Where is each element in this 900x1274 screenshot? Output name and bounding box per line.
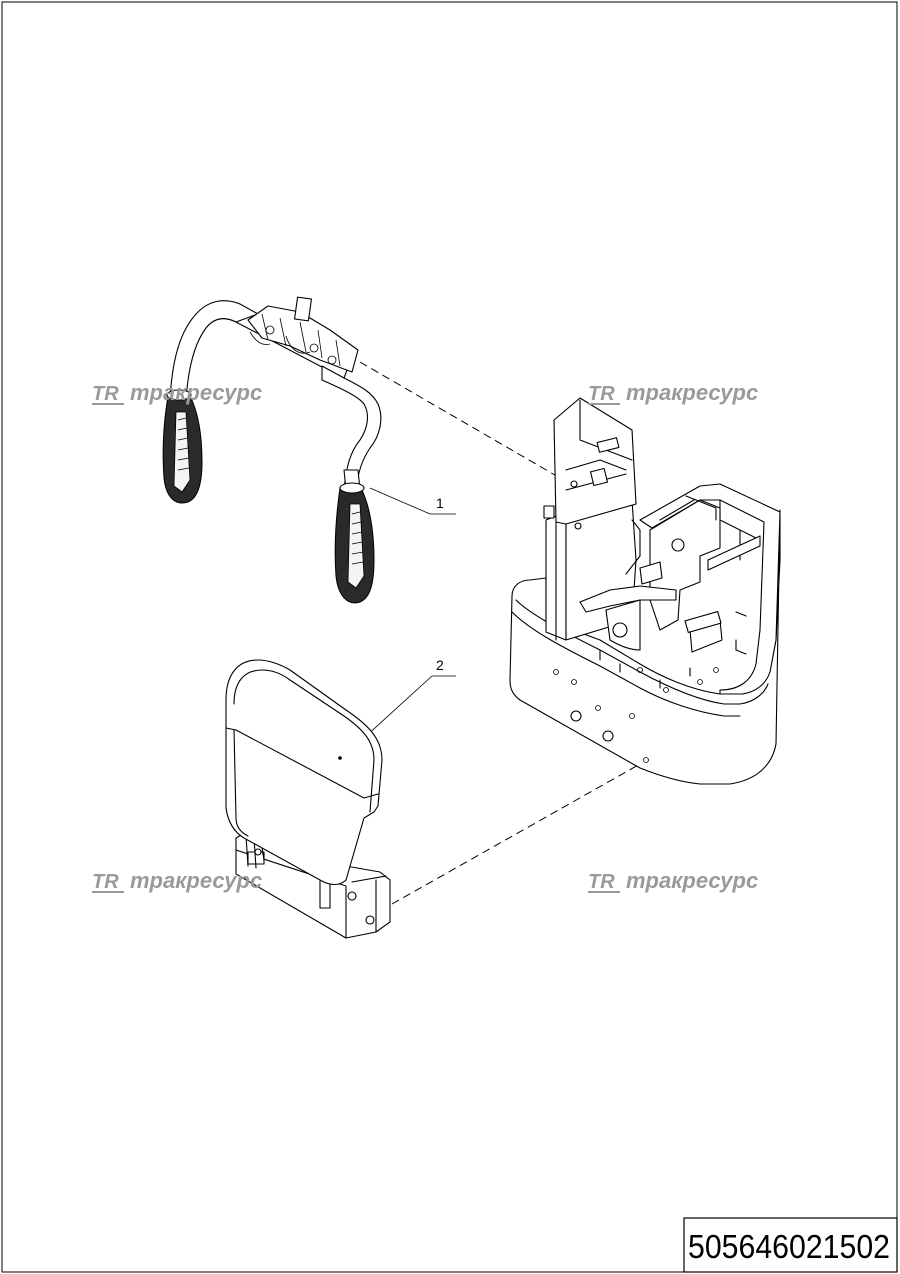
watermark-bottom-left: TR тракресурс	[92, 868, 262, 893]
watermark-logo: TR	[588, 871, 615, 893]
watermark-text: тракресурс	[130, 380, 262, 405]
watermark-text: тракресурс	[626, 868, 758, 893]
assembly-line-1	[359, 361, 561, 479]
drawing-code: 505646021502	[688, 1228, 890, 1265]
watermark-bottom-right: TR тракресурс	[588, 868, 758, 893]
callout-1-number: 1	[436, 495, 444, 511]
handrail-part	[162, 296, 382, 604]
watermark-top-left: TR тракресурс	[92, 380, 262, 405]
watermark-text: тракресурс	[626, 380, 758, 405]
watermark-text: тракресурс	[130, 868, 262, 893]
callout-1: 1	[369, 487, 456, 515]
watermark-logo: TR	[92, 383, 119, 405]
watermark-logo: TR	[588, 383, 615, 405]
seat-back-part	[225, 659, 391, 939]
housing-part	[509, 397, 781, 785]
watermark-top-right: TR тракресурс	[588, 380, 758, 405]
assembly-line-2	[391, 763, 641, 905]
watermark-logo: TR	[92, 871, 119, 893]
callout-2-number: 2	[436, 657, 444, 673]
title-block: 505646021502	[683, 1217, 898, 1273]
